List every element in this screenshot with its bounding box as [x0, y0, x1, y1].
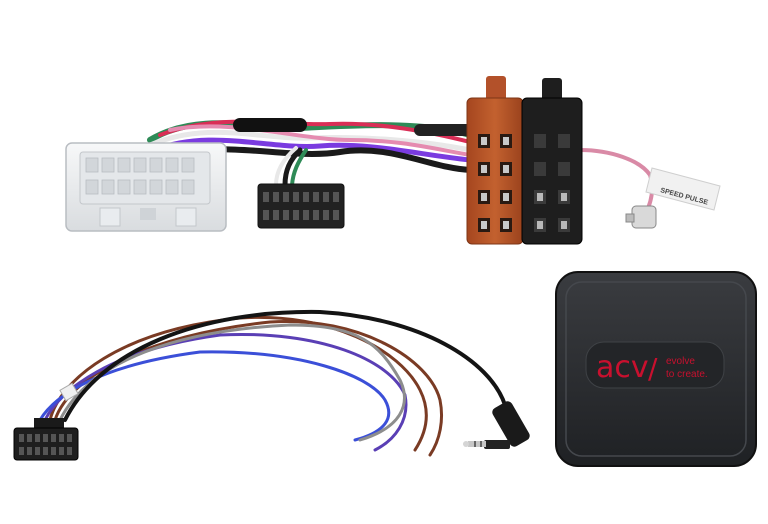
- speed-pulse-tag: SPEED PULSE: [645, 167, 721, 211]
- iso-power-connector: [521, 78, 583, 245]
- jack-plug: [463, 401, 530, 449]
- black-16-pin-plug: [257, 183, 345, 229]
- iso-speaker-connector: [466, 76, 524, 245]
- patch-lead: [13, 309, 530, 461]
- brand-logo: acv: [596, 350, 649, 385]
- brand-tagline-line1: evolve: [666, 356, 695, 367]
- antenna-plug: [625, 205, 657, 229]
- vehicle-harness: SPEED PULSE: [65, 76, 721, 245]
- brand-tagline-line2: to create.: [666, 369, 708, 380]
- interface-box: acv / evolve to create.: [555, 271, 757, 467]
- patch-lead-plug: [13, 418, 79, 461]
- brand-separator: /: [648, 352, 658, 385]
- loom-tie: [59, 382, 79, 402]
- white-vehicle-plug: [65, 142, 227, 232]
